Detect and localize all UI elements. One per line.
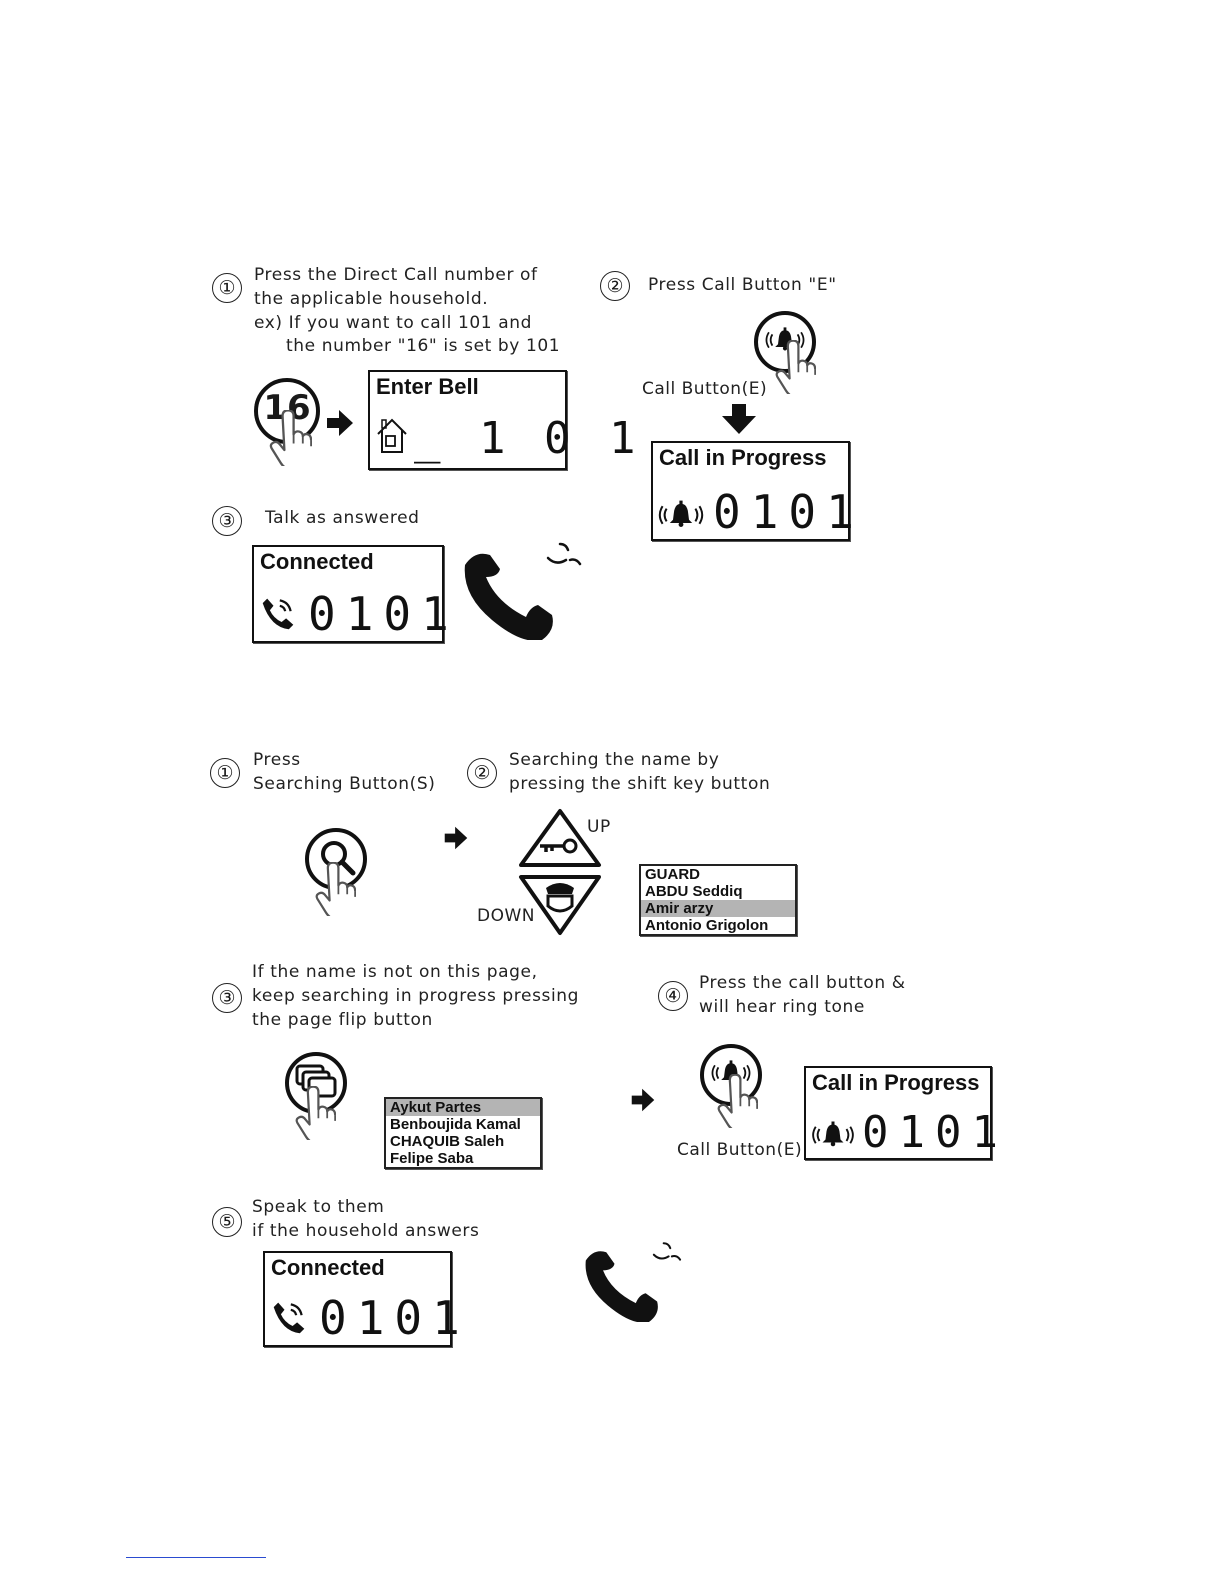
step-4-number: ④ — [658, 981, 688, 1011]
hand-press-icon — [772, 340, 816, 394]
list-item[interactable]: ABDU Seddiq — [645, 883, 743, 900]
hand-press-icon — [312, 862, 356, 916]
phone-handset-icon — [460, 540, 590, 640]
key-up-icon[interactable] — [518, 808, 602, 868]
step-3-text-line3: the page flip button — [252, 1010, 433, 1030]
display-call-in-progress: Call in Progress 0101 — [651, 441, 854, 541]
display-value: 0101 — [319, 1291, 470, 1345]
step-3-text-line2: keep searching in progress pressing — [252, 986, 580, 1006]
phone-icon — [260, 595, 296, 631]
hand-press-icon — [266, 410, 312, 466]
list-item[interactable]: CHAQUIB Saleh — [390, 1133, 505, 1150]
down-label: DOWN — [477, 906, 535, 926]
display-value: 0101 — [713, 485, 864, 539]
step-5-text-line1: Speak to them — [252, 1197, 385, 1217]
step-1-number: ① — [210, 758, 240, 788]
step-2-text: Press Call Button "E" — [648, 275, 837, 295]
step-2-number: ② — [467, 758, 497, 788]
arrow-right-icon — [630, 1087, 656, 1113]
page-flip-button[interactable] — [285, 1052, 347, 1114]
phone-handset-icon — [580, 1240, 690, 1322]
step-1-text-line4: the number "16" is set by 101 — [286, 336, 561, 356]
list-item[interactable]: Felipe Saba — [390, 1150, 474, 1167]
step-3-number: ③ — [212, 506, 242, 536]
display-value: 0101 — [308, 587, 459, 641]
step-1-text-line1: Press — [253, 750, 301, 770]
guard-down-icon[interactable] — [518, 874, 602, 936]
step-5-text-line2: if the household answers — [252, 1221, 480, 1241]
page-flip-icon — [295, 1064, 337, 1098]
display-connected: Connected 0101 — [263, 1251, 460, 1347]
display-title: Call in Progress — [812, 1070, 980, 1095]
step-2-number: ② — [600, 271, 630, 301]
step-3-text: Talk as answered — [265, 508, 420, 528]
house-icon — [377, 418, 407, 453]
bell-ring-icon — [810, 1120, 856, 1150]
name-list-page-1: GUARD ABDU Seddiq Amir arzy Antonio Grig… — [639, 864, 797, 936]
bell-ring-icon — [657, 499, 705, 531]
step-2-text-line1: Searching the name by — [509, 750, 720, 770]
hand-press-icon — [292, 1086, 336, 1140]
step-1-text-line2: Searching Button(S) — [253, 774, 436, 794]
call-button-label: Call Button(E) — [677, 1140, 803, 1160]
display-value: 0101 — [862, 1107, 1008, 1158]
phone-icon — [271, 1299, 307, 1335]
list-item-selected[interactable]: Amir arzy — [641, 900, 795, 917]
name-list-page-2: Aykut Partes Benboujida Kamal CHAQUIB Sa… — [384, 1097, 542, 1169]
step-3-text-line1: If the name is not on this page, — [252, 962, 538, 982]
display-title: Call in Progress — [659, 445, 827, 470]
step-1-text-line3: ex) If you want to call 101 and — [254, 313, 532, 333]
display-enter-bell: Enter Bell _ 1 0 1 — [368, 370, 635, 470]
list-item[interactable]: Benboujida Kamal — [390, 1116, 521, 1133]
display-title: Connected — [271, 1255, 385, 1280]
step-5-number: ⑤ — [212, 1207, 242, 1237]
step-3-number: ③ — [212, 983, 242, 1013]
hand-press-icon — [714, 1074, 758, 1128]
display-call-in-progress: Call in Progress 0101 — [804, 1066, 998, 1160]
footnote-rule — [126, 1557, 266, 1558]
arrow-right-icon — [443, 825, 469, 851]
call-button-label: Call Button(E) — [642, 379, 768, 399]
list-item-selected[interactable]: Aykut Partes — [386, 1099, 540, 1116]
display-title: Connected — [260, 549, 374, 574]
list-item[interactable]: GUARD — [645, 866, 700, 883]
step-1-text-line1: Press the Direct Call number of — [254, 265, 538, 285]
step-1-text-line2: the applicable household. — [254, 289, 489, 309]
list-item[interactable]: Antonio Grigolon — [645, 917, 769, 934]
step-2-text-line2: pressing the shift key button — [509, 774, 771, 794]
step-4-text-line1: Press the call button & — [699, 973, 906, 993]
up-label: UP — [587, 817, 611, 837]
display-title: Enter Bell — [376, 374, 479, 399]
step-4-text-line2: will hear ring tone — [699, 997, 865, 1017]
arrow-right-icon — [325, 408, 355, 438]
display-value: _ 1 0 1 — [414, 413, 642, 464]
arrow-down-icon — [722, 404, 756, 434]
step-1-number: ① — [212, 273, 242, 303]
display-connected: Connected 0101 — [252, 545, 449, 643]
